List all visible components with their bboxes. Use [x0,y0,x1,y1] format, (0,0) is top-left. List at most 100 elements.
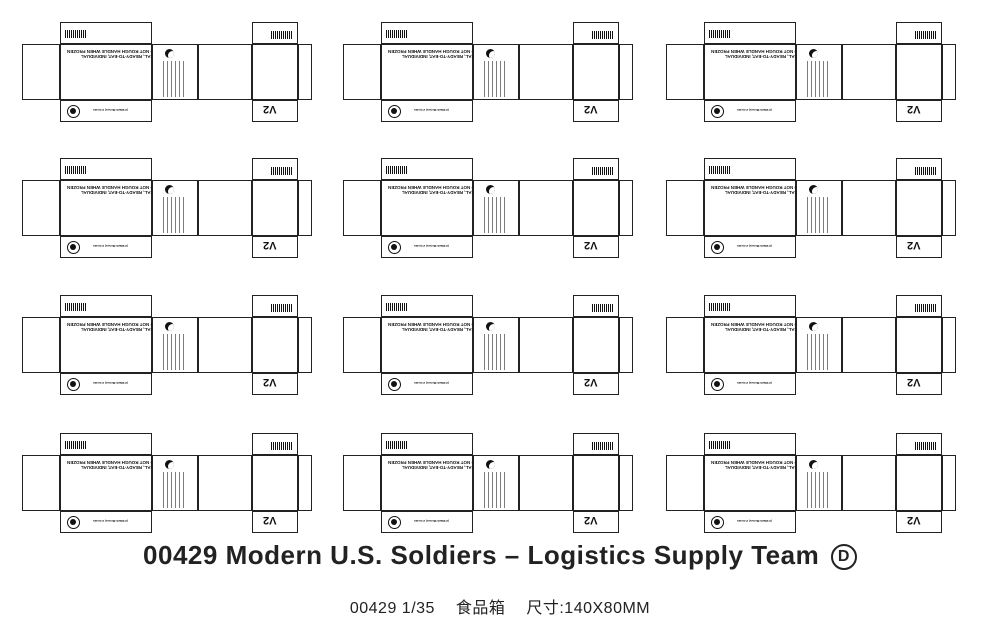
box-flap-bottom-left: (2 Blank Menus) 2 meals [704,236,796,258]
box-flap-top-right [252,22,298,44]
seal-icon [67,378,80,391]
barcode-icon [709,30,731,38]
box-panel-end [573,44,619,100]
seal-icon [388,516,401,529]
ingredient-text-lines [163,61,187,97]
box-flap-top-left [704,22,796,44]
barcode-icon [915,304,937,312]
box-flap-top-left [60,295,152,317]
box-panel-symbol [473,180,519,236]
barcode-icon [915,442,937,450]
box-end-left [666,180,704,236]
box-panel-symbol [152,455,198,511]
box-end-right [942,317,956,373]
box-flap-top-left [381,433,473,455]
ingredient-text-lines [807,472,831,508]
box-small-note: (2 Blank Menus) 2 meals [737,519,772,523]
box-flap-bottom-right: V2 [573,100,619,122]
box-small-note: (2 Blank Menus) 2 meals [737,108,772,112]
box-flap-top-right [252,433,298,455]
box-flap-bottom-right: V2 [252,511,298,533]
ingredient-text-lines [807,61,831,97]
box-end-right [942,44,956,100]
box-small-note: (2 Blank Menus) 2 meals [414,519,449,523]
box-flap-bottom-left: (2 Blank Menus) 2 meals [60,373,152,395]
box-code: V2 [907,239,921,251]
barcode-icon [915,31,937,39]
barcode-icon [65,303,87,311]
box-end-left [343,455,381,511]
box-panel-blank [198,44,252,100]
crescent-moon-icon [809,49,818,58]
box-flap-bottom-right: V2 [896,100,942,122]
barcode-icon [592,167,614,175]
box-panel-end [573,180,619,236]
crescent-moon-icon [486,49,495,58]
seal-icon [711,241,724,254]
box-flap-top-right [573,295,619,317]
box-end-left [22,317,60,373]
sheet-subtitle: 00429 1/35 食品箱 尺寸:140X80MM [0,594,1000,618]
box-flap-bottom-left: (2 Blank Menus) 2 meals [704,511,796,533]
box-flap-top-left [381,22,473,44]
crescent-moon-icon [165,185,174,194]
crescent-moon-icon [486,185,495,194]
barcode-icon [915,167,937,175]
box-small-note: (2 Blank Menus) 2 meals [93,244,128,248]
box-end-left [22,44,60,100]
box-panel-symbol [796,317,842,373]
ingredient-text-lines [484,472,508,508]
ingredient-text-lines [163,197,187,233]
box-code: V2 [584,376,598,388]
box-flap-top-right [252,158,298,180]
box-panel-end [252,180,298,236]
barcode-icon [709,303,731,311]
barcode-icon [592,304,614,312]
box-small-note: (2 Blank Menus) 2 meals [414,244,449,248]
box-flap-bottom-right: V2 [252,373,298,395]
box-end-left [22,180,60,236]
box-end-right [298,180,312,236]
box-panel-end [573,317,619,373]
barcode-icon [709,441,731,449]
crescent-moon-icon [809,322,818,331]
barcode-icon [386,303,408,311]
barcode-icon [709,166,731,174]
crescent-moon-icon [165,460,174,469]
crescent-moon-icon [486,460,495,469]
box-panel-blank [198,455,252,511]
ingredient-text-lines [484,197,508,233]
box-flap-bottom-right: V2 [573,373,619,395]
barcode-icon [592,31,614,39]
box-code: V2 [263,514,277,526]
barcode-icon [271,31,293,39]
box-panel-end [252,317,298,373]
box-small-note: (2 Blank Menus) 2 meals [93,519,128,523]
box-flap-bottom-left: (2 Blank Menus) 2 meals [381,236,473,258]
box-flap-top-left [60,433,152,455]
item-name: 食品箱 [455,600,506,617]
box-flap-bottom-right: V2 [896,511,942,533]
box-flap-top-left [60,158,152,180]
box-panel-end [896,44,942,100]
barcode-icon [65,441,87,449]
box-flap-bottom-right: V2 [573,236,619,258]
box-panel-symbol [796,180,842,236]
